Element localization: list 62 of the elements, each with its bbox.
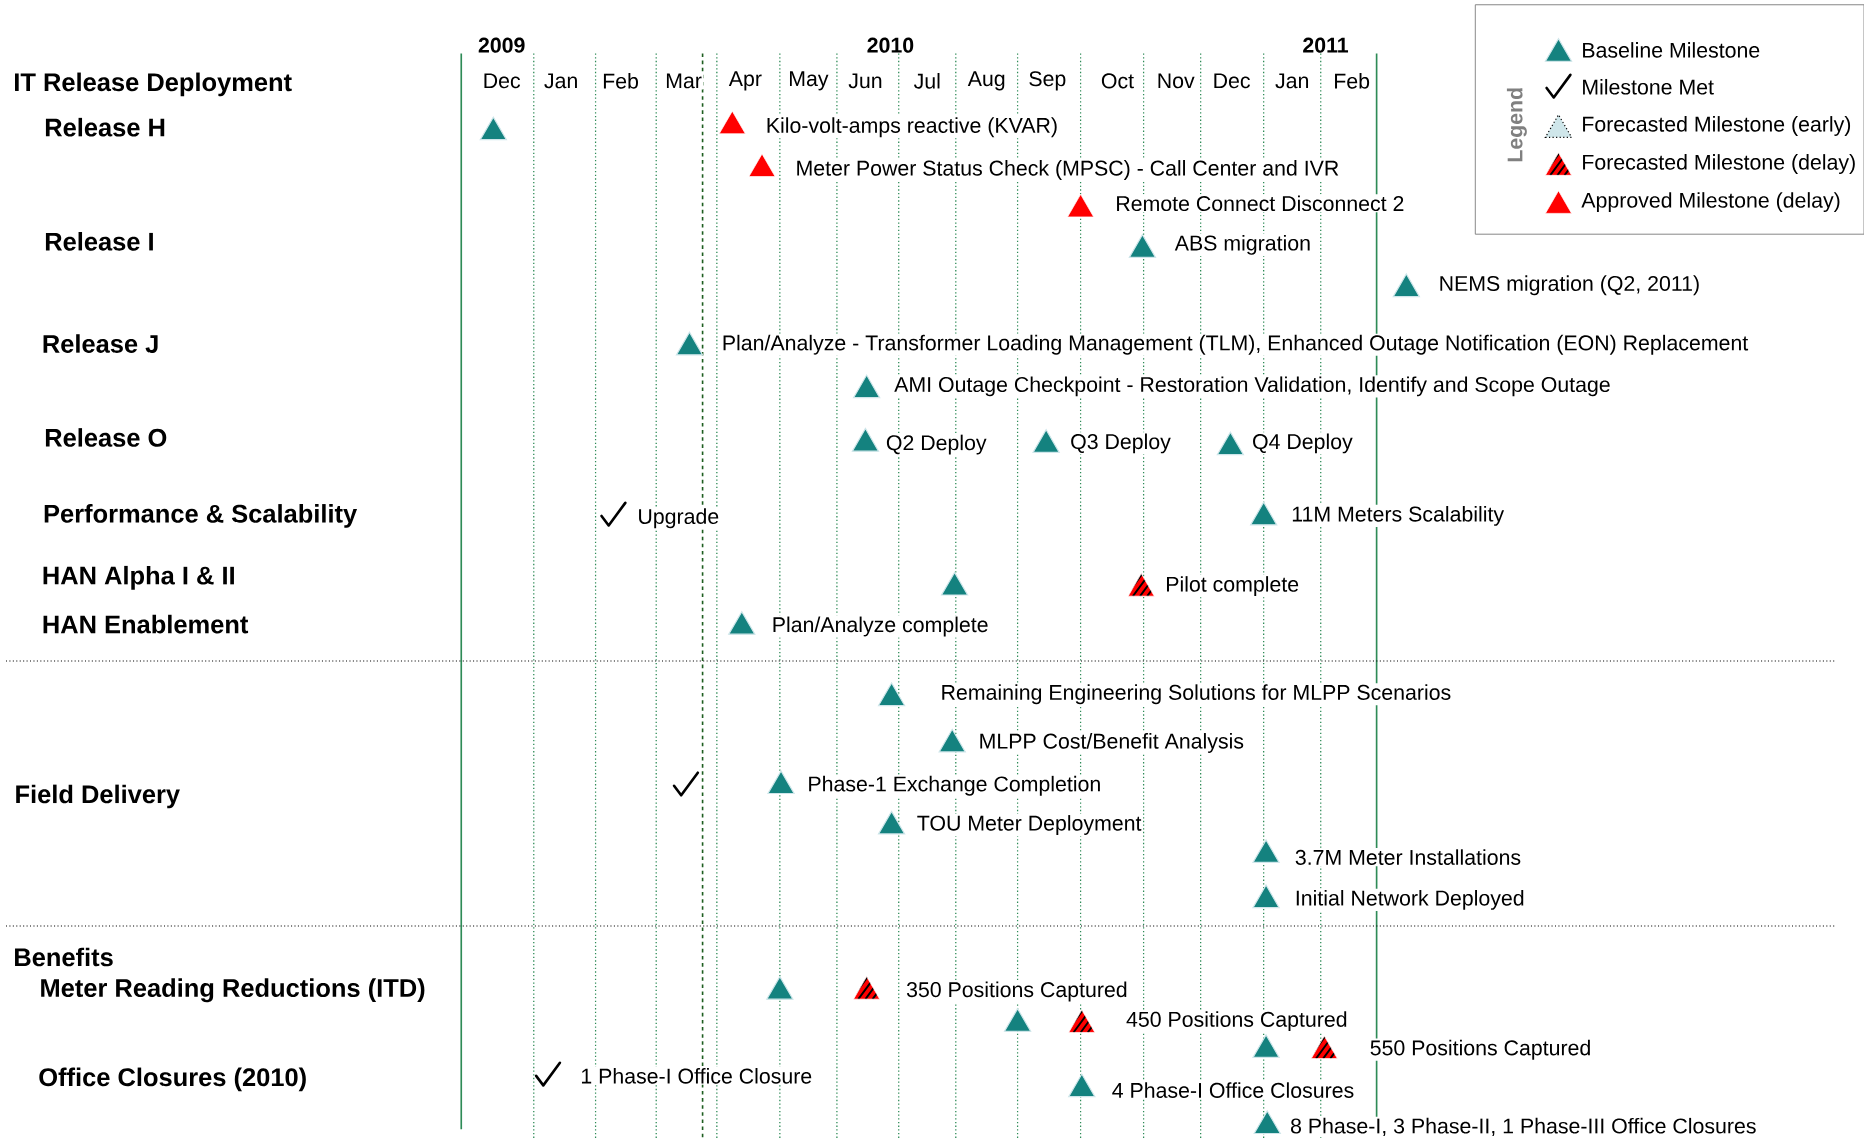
month-label: Sep: [1027, 70, 1068, 92]
month-label: Dec: [1211, 72, 1252, 90]
milestone-label: 1 Phase-I Office Closure: [579, 1066, 814, 1085]
row-heading: Release J: [43, 334, 158, 353]
month-label: Jan: [542, 72, 580, 90]
row-heading: Benefits: [15, 947, 113, 967]
month-label: Mar: [664, 72, 704, 90]
milestone-label: 11M Meters Scalability: [1290, 504, 1506, 528]
milestone-label: MLPP Cost/Benefit Analysis: [977, 731, 1246, 755]
milestone-label: Meter Power Status Check (MPSC) - Call Center and IVR: [794, 158, 1341, 182]
row-heading: HAN Enablement: [43, 614, 249, 634]
month-label: Jun: [847, 72, 884, 90]
month-label: Oct: [1099, 72, 1136, 90]
milestone-label: Pilot complete: [1164, 574, 1301, 598]
milestone-label: 450 Positions Captured: [1124, 1010, 1349, 1033]
milestone-label: Plan/Analyze complete: [770, 615, 990, 638]
month-label: May: [787, 70, 830, 92]
row-heading: Meter Reading Reductions (ITD): [41, 978, 425, 1003]
milestone-label: Remaining Engineering Solutions for MLPP Scenarios: [939, 683, 1453, 706]
row-heading: IT Release Deployment: [15, 72, 292, 97]
legend-label: Milestone Met: [1583, 78, 1714, 95]
month-label: Nov: [1155, 72, 1196, 90]
year-label: 2009: [478, 37, 525, 53]
month-label: Jan: [1273, 72, 1311, 90]
month-label: Dec: [481, 72, 522, 90]
row-heading: Office Closures (2010): [39, 1067, 306, 1092]
legend-label: Baseline Milestone: [1583, 42, 1760, 58]
row-heading: Field Delivery: [16, 784, 180, 809]
legend-label: Approved Milestone (delay): [1581, 192, 1840, 212]
row-heading: HAN Alpha I & II: [43, 565, 234, 590]
row-heading: Performance & Scalability: [44, 504, 358, 528]
milestone-label: ABS migration: [1173, 233, 1313, 256]
milestone-label: 8 Phase-I, 3 Phase-II, 1 Phase-III Office Closures: [1288, 1116, 1758, 1138]
milestone-label: TOU Meter Deployment: [915, 813, 1143, 837]
milestone-label: Initial Network Deployed: [1293, 888, 1526, 911]
milestone-label: 3.7M Meter Installations: [1293, 848, 1523, 867]
milestone-label: Q4 Deploy: [1250, 432, 1354, 455]
milestone-label: Upgrade: [636, 507, 721, 530]
milestone-label: Kilo-volt-amps reactive (KVAR): [764, 116, 1060, 139]
row-heading: Release I: [45, 231, 153, 251]
month-label: Feb: [601, 71, 641, 90]
milestone-label: AMI Outage Checkpoint - Restoration Validation, Identify and Scope Outage: [893, 375, 1612, 398]
legend-label: Forecasted Milestone (delay): [1583, 154, 1855, 174]
month-label: Feb: [1332, 71, 1372, 90]
row-heading: Release H: [45, 117, 165, 137]
milestone-label: 4 Phase-I Office Closures: [1110, 1081, 1356, 1100]
row-heading: Release O: [45, 428, 167, 447]
milestone-label: Remote Connect Disconnect 2: [1114, 194, 1406, 213]
year-label: 2011: [1303, 37, 1349, 53]
milestone-label: Q3 Deploy: [1068, 432, 1173, 455]
month-label: Aug: [966, 70, 1007, 92]
milestone-label: Q2 Deploy: [884, 433, 988, 456]
legend-title: Legend: [1506, 88, 1527, 162]
year-label: 2010: [867, 37, 914, 53]
milestone-label: NEMS migration (Q2, 2011): [1437, 274, 1702, 297]
month-label: Jul: [912, 71, 943, 90]
milestone-label: 350 Positions Captured: [904, 980, 1129, 1003]
milestone-label: Phase-1 Exchange Completion: [806, 774, 1103, 797]
milestone-label: 550 Positions Captured: [1368, 1038, 1593, 1061]
month-label: Apr: [727, 70, 764, 92]
legend-label: Forecasted Milestone (early): [1583, 116, 1851, 136]
milestone-label: Plan/Analyze - Transformer Loading Management (TLM), Enhanced Outage Notification (EON) Replacement: [720, 333, 1750, 356]
